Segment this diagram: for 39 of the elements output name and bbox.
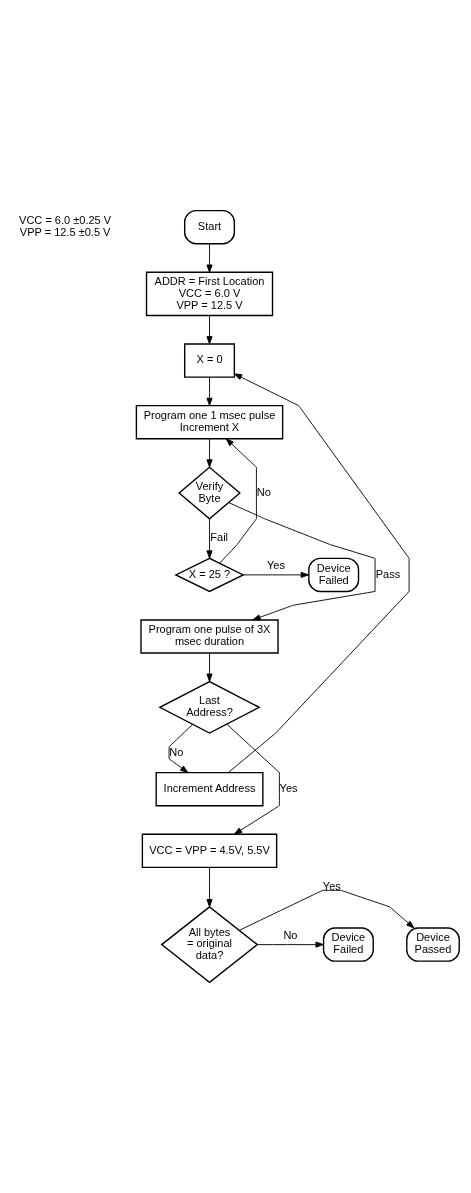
- arrow: [206, 315, 213, 345]
- node-box: Device Passed: [406, 927, 460, 962]
- node-box: Start: [184, 210, 236, 245]
- arrow: [228, 502, 376, 621]
- label: VPP = 12.5 ±0.5 V: [19, 226, 111, 239]
- arrow: [219, 438, 257, 564]
- node-box: Device Failed: [308, 557, 360, 593]
- arrow: [168, 723, 194, 773]
- edge-label: Pass: [375, 567, 401, 580]
- arrow: [257, 941, 324, 948]
- node-box: X = 0: [184, 343, 236, 378]
- arrow: [206, 438, 213, 468]
- arrow: [226, 723, 280, 835]
- edge-label: Yes: [322, 879, 341, 892]
- arrow: [206, 652, 213, 682]
- node-diamond: Verify Byte: [178, 466, 241, 520]
- arrow: [243, 571, 309, 578]
- label: VCC = 6.0 ±0.25 V: [19, 214, 112, 227]
- node-box: ADDR = First Location VCC = 6.0 V VPP = 12.5 V: [145, 271, 274, 317]
- edge-label: No: [283, 928, 298, 941]
- arrow: [206, 518, 213, 559]
- node-box: Program one 1 msec pulse Increment X: [135, 404, 284, 440]
- node-diamond: Last Address?: [158, 680, 261, 734]
- node-box: VCC = VPP = 4.5V, 5.5V: [141, 833, 278, 869]
- edge-label: No: [256, 485, 271, 498]
- edge-label: No: [169, 745, 184, 758]
- arrow: [239, 889, 415, 931]
- node-box: Increment Address: [155, 771, 264, 807]
- arrow: [227, 373, 410, 774]
- node-diamond: All bytes = original data?: [160, 906, 259, 984]
- node-box: Program one pulse of 3X msec duration: [140, 619, 279, 654]
- edge-label: Yes: [279, 782, 298, 795]
- node-diamond: X = 25 ?: [174, 557, 245, 593]
- arrow: [206, 376, 213, 406]
- edge-label: Fail: [210, 531, 229, 544]
- arrow: [206, 243, 213, 273]
- arrow: [206, 867, 213, 908]
- edge-label: Yes: [267, 559, 285, 571]
- node-box: Device Failed: [322, 927, 374, 962]
